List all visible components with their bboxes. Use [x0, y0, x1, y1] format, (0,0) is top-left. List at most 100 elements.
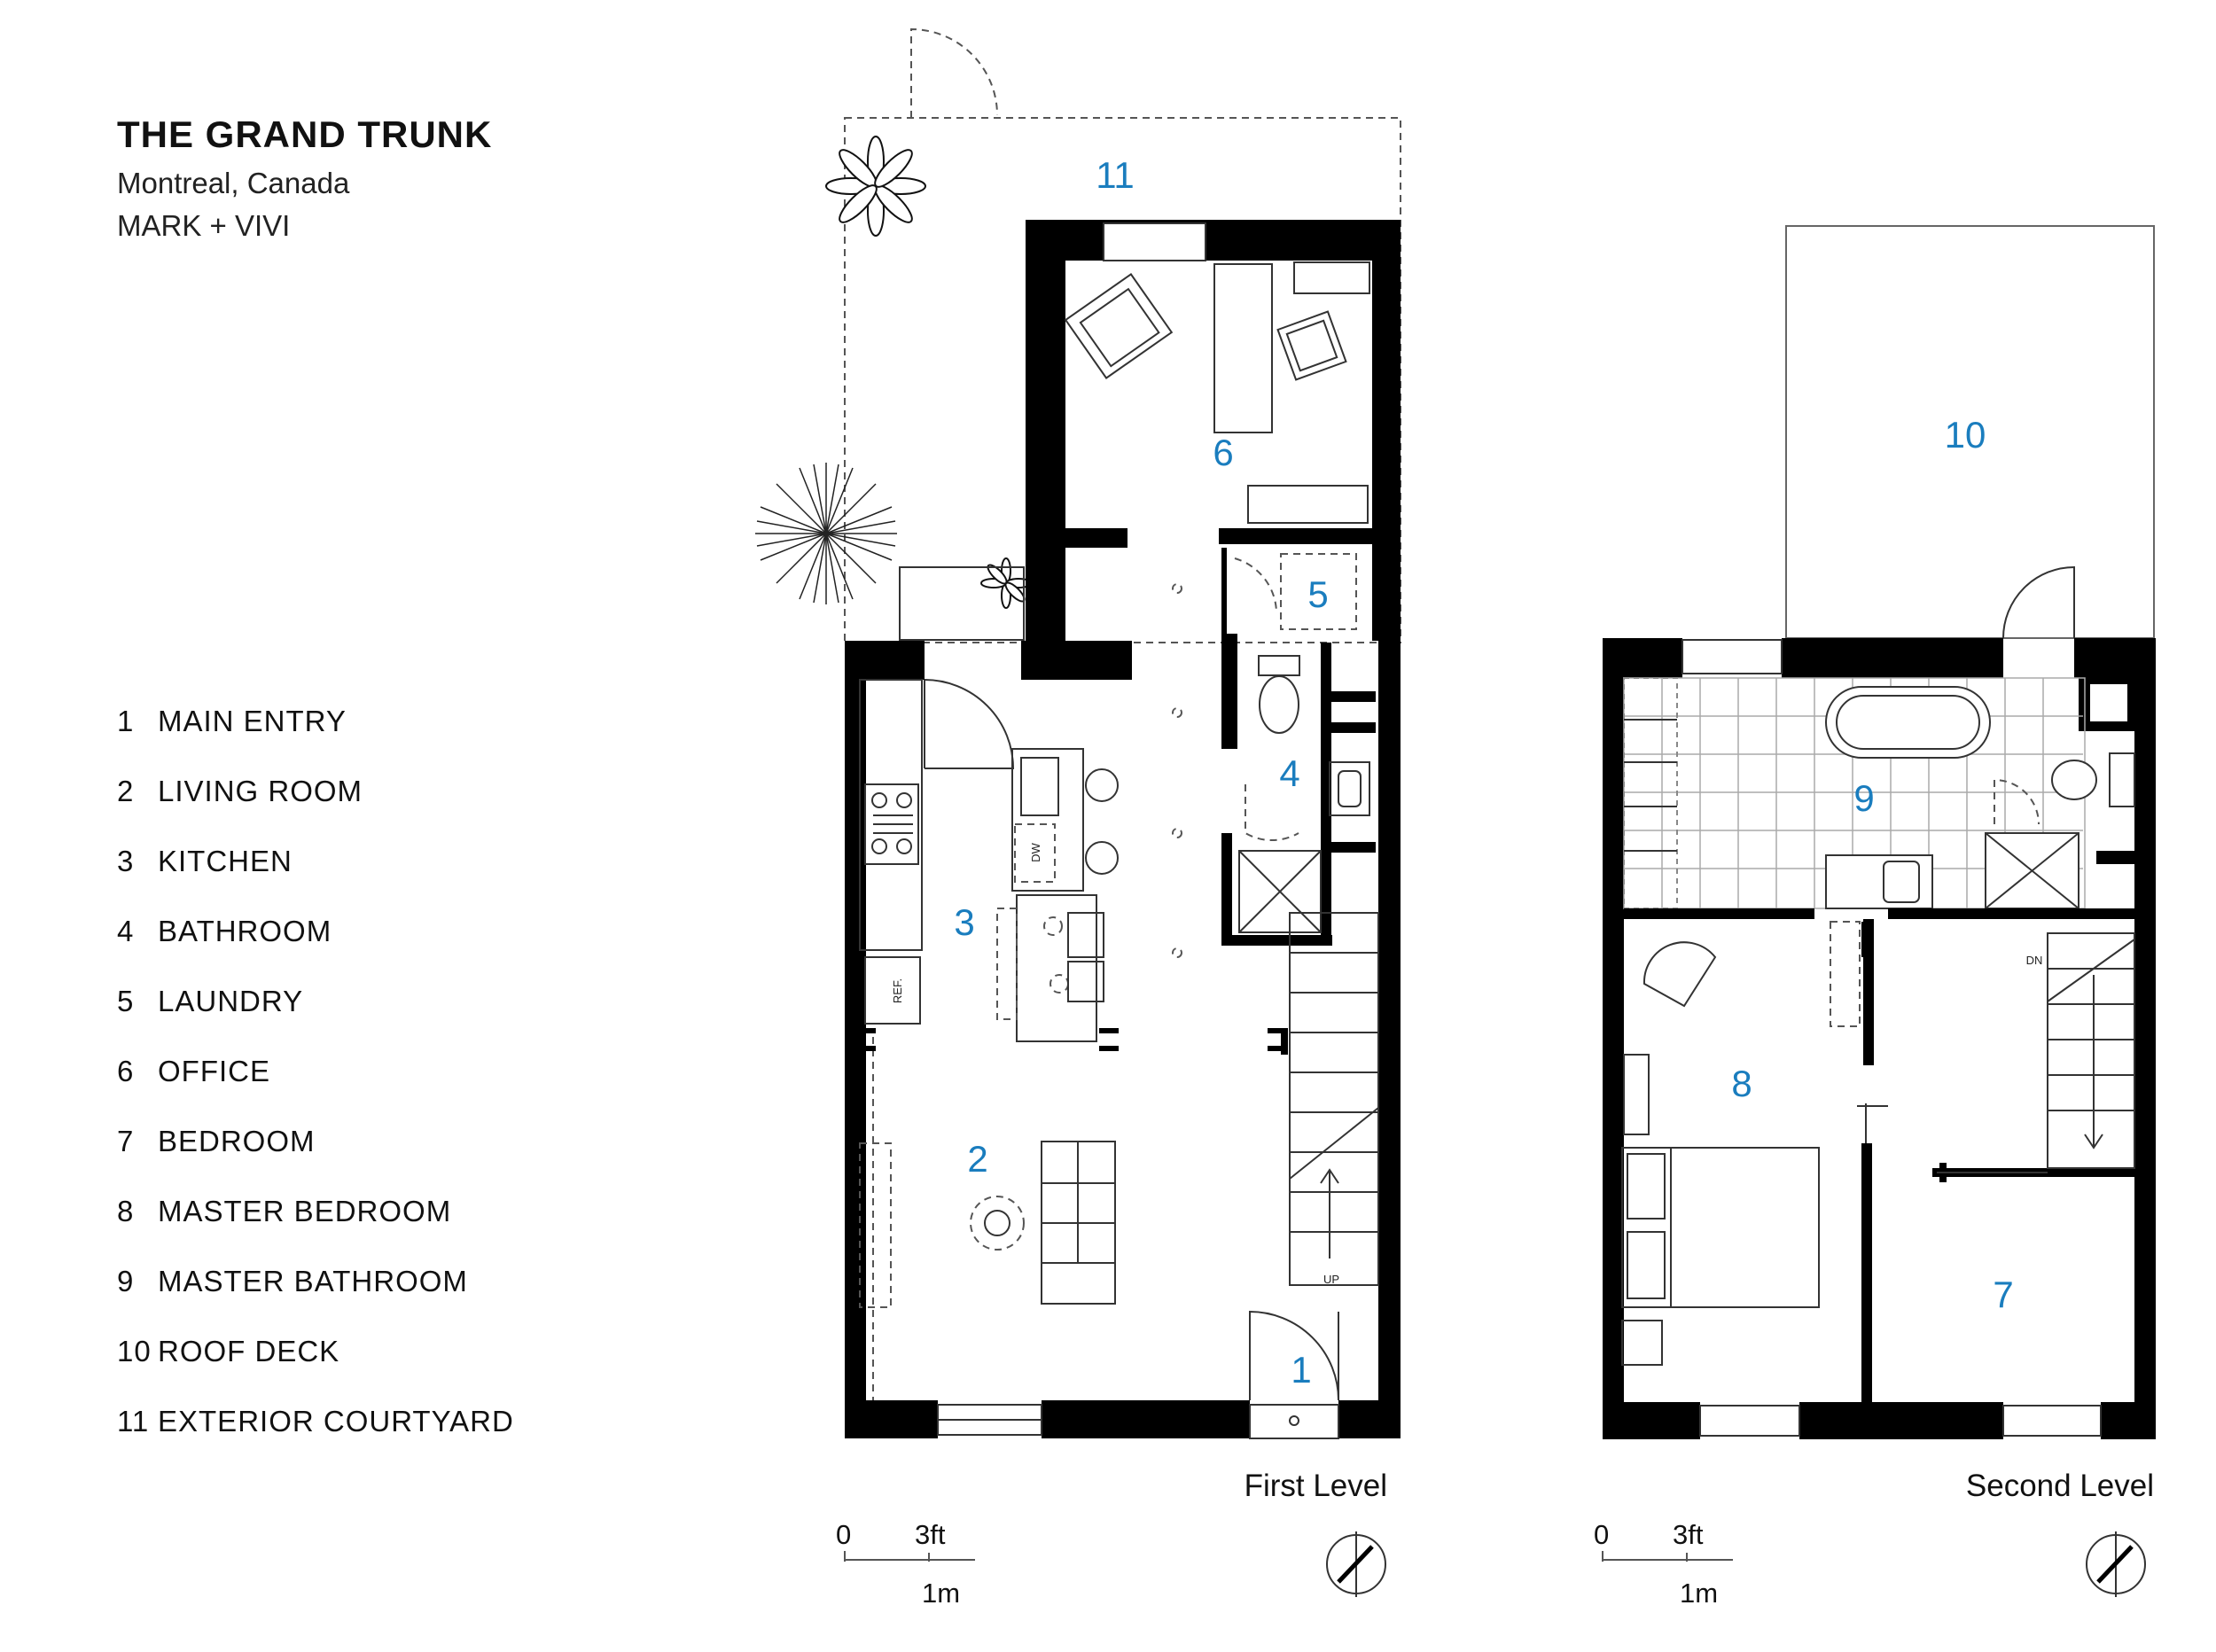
office-wall-south-left: [1065, 528, 1128, 548]
vanity: [1825, 854, 1933, 909]
north-arrow-icon: [2086, 1531, 2146, 1597]
second-level-plan: DN 10 9 8 7 Second Level 0 3ft 1m: [1594, 225, 2156, 1609]
bath-door-swing: [1994, 778, 2040, 825]
bench-office: [1247, 485, 1369, 524]
bath-door-swing: [1245, 784, 1299, 842]
l2-wall-west: [1603, 638, 1624, 1439]
dining-table: [1016, 894, 1097, 1042]
laundry-door-swing: [1234, 557, 1277, 612]
kitchen-door-swing[interactable]: [924, 679, 1015, 769]
desk: [1213, 263, 1273, 433]
room-label-10: 10: [1945, 414, 1986, 456]
stool: [1085, 841, 1119, 875]
chair: [1276, 310, 1347, 381]
wall-east: [1378, 641, 1401, 1438]
bed: [1621, 1147, 1820, 1308]
first-level-label: First Level: [1245, 1469, 1387, 1503]
wardrobe: [1830, 921, 1861, 1027]
project-location: Montreal, Canada: [117, 167, 350, 199]
svg-text:0: 0: [836, 1519, 851, 1550]
wall-south-mid: [1042, 1400, 1250, 1438]
room-label-5: 5: [1307, 573, 1328, 615]
scale-bar-second: 0 3ft 1m: [1594, 1519, 1733, 1609]
dishwasher: [1014, 823, 1056, 883]
ref-label: REF.: [891, 978, 904, 1003]
coffee-table: [970, 1196, 1025, 1251]
stairs-second: [2047, 932, 2135, 1169]
stool: [1085, 768, 1119, 802]
washer: [1280, 553, 1357, 630]
bench: [899, 566, 1025, 641]
project-title: THE GRAND TRUNK: [117, 113, 493, 155]
kitchen-counter: [859, 679, 923, 951]
armchair: [1064, 273, 1174, 379]
entry-door-swing[interactable]: [1249, 1310, 1339, 1401]
sink: [1329, 761, 1370, 816]
room-label-3: 3: [954, 901, 974, 943]
room-label-7: 7: [1993, 1274, 2013, 1315]
lounge-chair: [1642, 941, 1717, 1008]
scale-bar-first: 0 3ft 1m: [836, 1519, 975, 1609]
l2-wall-east: [2134, 638, 2156, 1439]
office-wall-north: [1026, 220, 1401, 261]
room-label-2: 2: [967, 1138, 987, 1180]
l2-partition: [1863, 919, 1874, 1065]
window: [1682, 639, 1783, 674]
north-arrow-icon: [1326, 1531, 1386, 1597]
stairs-up-label: UP: [1323, 1273, 1339, 1286]
wall-west: [845, 641, 866, 1438]
courtyard-gate-swing: [910, 27, 998, 118]
shower: [1238, 850, 1322, 933]
project-architect: MARK + VIVI: [117, 209, 291, 242]
room-label-6: 6: [1213, 432, 1233, 473]
window: [1699, 1405, 1800, 1437]
dw-label: DW: [1029, 842, 1042, 861]
small-plant-icon: [980, 557, 1032, 609]
svg-text:3ft: 3ft: [1673, 1519, 1704, 1550]
stairs-first: [1289, 912, 1379, 1286]
sink: [1883, 861, 1920, 903]
room-label-8: 8: [1731, 1063, 1752, 1104]
roof-deck-door-swing[interactable]: [2002, 565, 2075, 639]
window: [2002, 1405, 2102, 1437]
toilet: [2051, 760, 2097, 800]
entry-threshold: [1249, 1404, 1339, 1439]
room-label-1: 1: [1291, 1349, 1311, 1391]
bath-wall: [1221, 634, 1237, 749]
first-level-plan: UP REF. DW: [755, 27, 1401, 1609]
plant-icon: [825, 136, 926, 237]
office-wall-west: [1026, 220, 1065, 641]
office-window: [1103, 222, 1206, 261]
room-label-9: 9: [1853, 777, 1874, 819]
tree-icon: [755, 463, 897, 604]
refrigerator: [864, 956, 921, 1025]
wall-south-left: [845, 1400, 938, 1438]
second-level-label: Second Level: [1966, 1469, 2154, 1503]
island: [1011, 748, 1084, 892]
shelf: [1293, 261, 1370, 294]
svg-text:1m: 1m: [1680, 1578, 1718, 1609]
bathtub: [1825, 686, 1991, 759]
room-label-4: 4: [1279, 752, 1299, 794]
island-sink: [1020, 757, 1059, 816]
stove: [864, 783, 919, 865]
office-wall-south-right: [1219, 528, 1372, 544]
toilet: [1259, 675, 1299, 734]
office-wall-east: [1372, 220, 1401, 641]
wall-north-left: [845, 641, 925, 680]
svg-text:3ft: 3ft: [915, 1519, 946, 1550]
nightstand: [1621, 1320, 1663, 1366]
wall-south-right: [1338, 1400, 1401, 1438]
